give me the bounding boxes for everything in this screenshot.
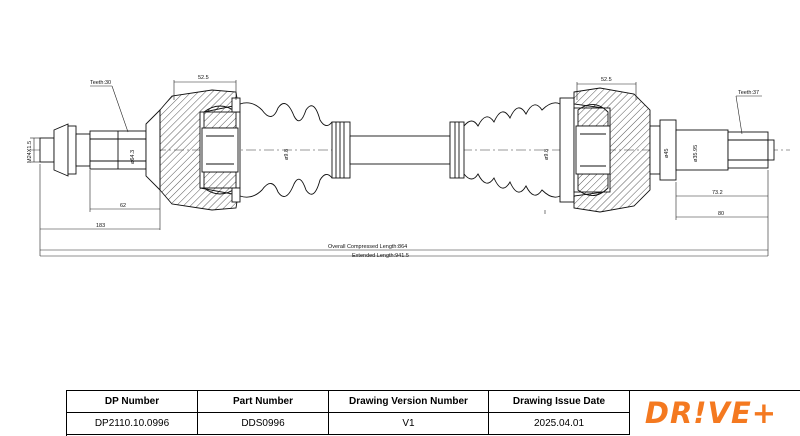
driveplus-logo: DR!VE+ xyxy=(626,393,796,433)
title-block-value-row: DP2110.10.0996 DDS0996 V1 2025.04.01 xyxy=(67,413,800,435)
part-number-header: Part Number xyxy=(198,391,329,413)
teeth-left-label: Teeth:30 xyxy=(90,80,111,86)
left-outer-joint xyxy=(159,89,241,211)
extended-length-label: Extended Length:941.5 xyxy=(352,253,409,259)
right-boot xyxy=(449,102,561,198)
dim-left-183-label: 183 xyxy=(96,223,105,229)
drawing-version-value: V1 xyxy=(329,413,489,435)
issue-date-value: 2025.04.01 xyxy=(489,413,630,435)
issue-date-header: Drawing Issue Date xyxy=(489,391,630,413)
title-block: DP Number Part Number Drawing Version Nu… xyxy=(66,390,800,436)
drawing-version-header: Drawing Version Number xyxy=(329,391,489,413)
middle-shaft xyxy=(349,135,451,165)
thread-left-label: M24X1.5 xyxy=(27,141,33,163)
dim-left-62-label: 62 xyxy=(120,203,126,209)
part-number-value: DDS0996 xyxy=(198,413,329,435)
boot-right-dia-label: ø9.8 xyxy=(544,149,550,160)
dim-right-73-label: 73.2 xyxy=(712,190,723,196)
logo-text: DR!VE+ xyxy=(644,396,778,430)
stub-left-dia-label: ø64.3 xyxy=(130,150,136,164)
left-stub xyxy=(39,108,161,192)
title-block-header-row: DP Number Part Number Drawing Version Nu… xyxy=(67,391,800,413)
right-inner-joint xyxy=(559,87,651,213)
left-boot xyxy=(239,102,351,198)
joint-left-width-label: 52.5 xyxy=(198,75,209,81)
boot-left-dia-label: ø9.8 xyxy=(284,149,290,160)
overall-compressed-label: Overall Compressed Length:864 xyxy=(328,244,407,250)
spline-right-dia-label: ø35.95 xyxy=(693,145,699,162)
drive-shaft-drawing: Teeth:30 Teeth:37 52.5 52.5 M24X1.5 ø64.… xyxy=(27,75,790,259)
right-stub xyxy=(649,119,775,181)
dim-right-80-label: 80 xyxy=(718,211,724,217)
dp-number-header: DP Number xyxy=(67,391,198,413)
shaft-right-dia-label: ø45 xyxy=(664,149,670,158)
dimensions xyxy=(30,80,769,257)
teeth-right-label: Teeth:37 xyxy=(738,90,759,96)
dp-number-value: DP2110.10.0996 xyxy=(67,413,198,435)
joint-right-width-label: 52.5 xyxy=(601,77,612,83)
